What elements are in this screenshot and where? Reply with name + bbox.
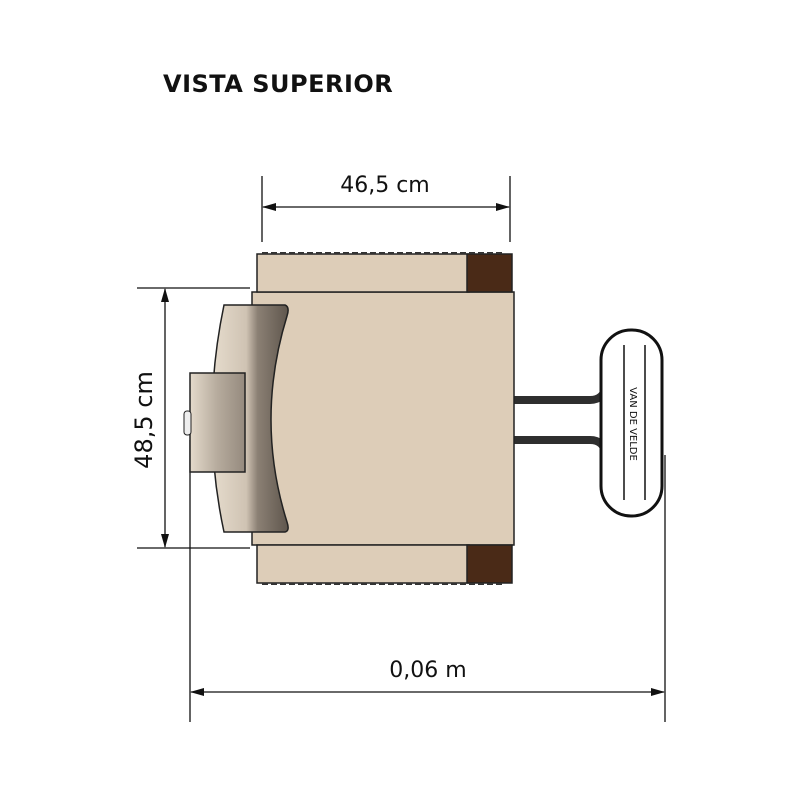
width-dimension: 46,5 cm	[261, 173, 511, 242]
brand-logo-text: VAN DE VELDE	[627, 387, 638, 461]
foot-pedal: VAN DE VELDE	[599, 328, 664, 518]
chair-top-view: VAN DE VELDE	[183, 252, 664, 585]
overall-dimension: 0,06 m	[189, 440, 666, 722]
armrest-bottom	[256, 544, 513, 585]
push-handles	[512, 367, 612, 473]
width-label: 46,5 cm	[340, 173, 430, 198]
headrest	[189, 372, 246, 473]
armrest-top	[256, 252, 513, 293]
depth-dimension: 48,5 cm	[130, 287, 250, 549]
view-title: VISTA SUPERIOR	[163, 70, 394, 98]
depth-label: 48,5 cm	[130, 371, 158, 469]
overall-label: 0,06 m	[389, 658, 466, 683]
headrest-knob	[183, 410, 192, 436]
seat-cushion	[251, 291, 515, 546]
